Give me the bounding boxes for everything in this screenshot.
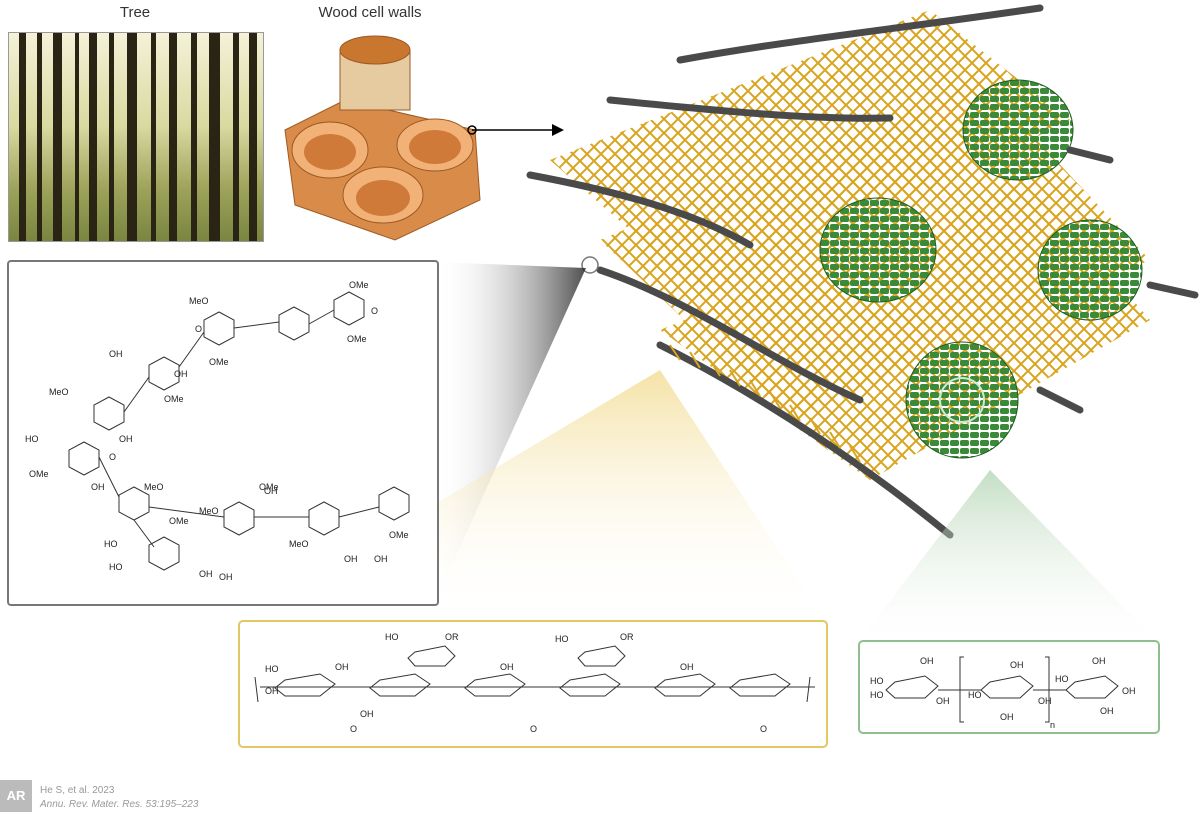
- citation: He S, et al. 2023 Annu. Rev. Mater. Res.…: [40, 784, 340, 812]
- svg-text:n: n: [1050, 720, 1055, 730]
- svg-text:HO: HO: [1055, 674, 1069, 684]
- svg-text:OH: OH: [91, 482, 105, 492]
- svg-text:OR: OR: [620, 632, 634, 642]
- svg-text:O: O: [109, 452, 116, 462]
- arrow-icon: [472, 124, 564, 136]
- citation-line-2: Annu. Rev. Mater. Res. 53:195–223: [40, 799, 199, 810]
- svg-text:OH: OH: [335, 662, 349, 672]
- svg-text:MeO: MeO: [199, 506, 219, 516]
- svg-text:O: O: [371, 306, 378, 316]
- svg-text:MeO: MeO: [49, 387, 69, 397]
- svg-text:OH: OH: [1010, 660, 1024, 670]
- svg-text:MeO: MeO: [289, 539, 309, 549]
- hemicellulose-structure-panel: HO OR HO OR HO OH OH OH OH OH O O O: [238, 620, 828, 748]
- svg-text:OH: OH: [109, 349, 123, 359]
- microfibril-model: [510, 0, 1200, 560]
- svg-text:HO: HO: [104, 539, 118, 549]
- svg-text:OMe: OMe: [389, 530, 409, 540]
- hemicellulose-structure: HO OR HO OR HO OH OH OH OH OH O O O: [254, 632, 815, 734]
- svg-text:OH: OH: [265, 686, 279, 696]
- svg-text:O: O: [760, 724, 767, 734]
- svg-text:OH: OH: [500, 662, 514, 672]
- svg-text:OH: OH: [219, 572, 233, 582]
- svg-text:OH: OH: [680, 662, 694, 672]
- svg-text:HO: HO: [870, 676, 884, 686]
- svg-text:HO: HO: [968, 690, 982, 700]
- svg-text:OMe: OMe: [164, 394, 184, 404]
- svg-text:HO: HO: [109, 562, 123, 572]
- annual-reviews-logo: AR: [0, 780, 32, 812]
- citation-line-1: He S, et al. 2023: [40, 785, 115, 796]
- svg-text:OH: OH: [1092, 656, 1106, 666]
- svg-text:OH: OH: [1122, 686, 1136, 696]
- svg-text:OH: OH: [199, 569, 213, 579]
- svg-text:HO: HO: [385, 632, 399, 642]
- svg-text:O: O: [530, 724, 537, 734]
- tree-label: Tree: [119, 4, 151, 21]
- svg-text:OH: OH: [920, 656, 934, 666]
- svg-text:OH: OH: [1000, 712, 1014, 722]
- svg-text:O: O: [350, 724, 357, 734]
- svg-text:OMe: OMe: [259, 482, 279, 492]
- cellulose-structure: OH HO HO OH OH OH OH HO HO OH OH OH n: [870, 656, 1136, 730]
- svg-text:HO: HO: [555, 634, 569, 644]
- lignin-structure-panel: OMe O OMe MeO O OH OMe OH MeO OMe HO OH …: [7, 260, 439, 606]
- svg-text:OH: OH: [344, 554, 358, 564]
- svg-text:HO: HO: [25, 434, 39, 444]
- svg-text:OMe: OMe: [29, 469, 49, 479]
- cell-walls-label: Wood cell walls: [318, 4, 422, 21]
- svg-text:OMe: OMe: [169, 516, 189, 526]
- svg-text:O: O: [195, 324, 202, 334]
- svg-text:HO: HO: [265, 664, 279, 674]
- svg-text:MeO: MeO: [189, 296, 209, 306]
- svg-text:OH: OH: [936, 696, 950, 706]
- svg-text:OH: OH: [1038, 696, 1052, 706]
- svg-text:OH: OH: [174, 369, 188, 379]
- svg-text:MeO: MeO: [144, 482, 164, 492]
- svg-text:HO: HO: [870, 690, 884, 700]
- svg-text:OH: OH: [119, 434, 133, 444]
- svg-text:OH: OH: [1100, 706, 1114, 716]
- svg-text:OR: OR: [445, 632, 459, 642]
- svg-text:OMe: OMe: [209, 357, 229, 367]
- svg-text:OH: OH: [360, 709, 374, 719]
- lignin-structure: OMe O OMe MeO O OH OMe OH MeO OMe HO OH …: [25, 280, 410, 582]
- tree-photo: [8, 32, 264, 242]
- cellulose-structure-panel: OH HO HO OH OH OH OH HO HO OH OH OH n: [858, 640, 1160, 734]
- svg-text:OMe: OMe: [347, 334, 367, 344]
- svg-text:OH: OH: [374, 554, 388, 564]
- svg-text:OMe: OMe: [349, 280, 369, 290]
- cell-wall-illustration: [275, 30, 490, 245]
- svg-text:OH: OH: [264, 486, 278, 496]
